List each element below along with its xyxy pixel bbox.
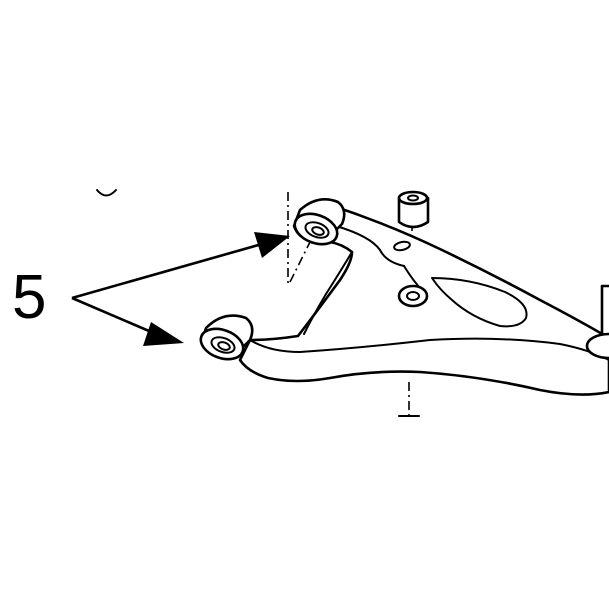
rear-post-body	[600, 284, 609, 340]
stud-seat-outer	[397, 284, 429, 308]
bushing-rear-bore	[217, 341, 231, 351]
spacer-sleeve-body	[397, 196, 430, 229]
center-line-front-bushing-diagonal	[289, 237, 313, 283]
callout-label: 5	[12, 263, 46, 332]
bushing-rear	[199, 314, 254, 361]
bushing-front-bore	[311, 226, 325, 236]
arm-pocket	[431, 277, 528, 328]
rear-post-base	[585, 332, 609, 360]
spacer-sleeve-top	[397, 190, 429, 206]
stud-seat	[397, 284, 429, 308]
callout-5: 5	[12, 232, 290, 346]
front-link-inner-edge	[303, 251, 353, 335]
upper-flange-edge	[335, 225, 405, 267]
leader-line-lower	[71, 296, 157, 336]
bushing-front-rubber	[304, 221, 330, 239]
leader-line-upper	[71, 242, 263, 300]
spacer-sleeve	[397, 190, 430, 229]
front-link-lower-edge	[249, 337, 609, 361]
stud-seat-inner	[406, 291, 420, 301]
arrowhead-lower	[143, 322, 184, 346]
arrowhead-upper	[254, 232, 290, 258]
spacer-sleeve-hole	[407, 194, 419, 202]
fragment-arc	[96, 189, 117, 197]
rear-post	[585, 284, 609, 360]
bushing-rear-rubber	[210, 336, 236, 354]
bushing-front	[292, 198, 346, 246]
arm-slot	[393, 240, 411, 252]
